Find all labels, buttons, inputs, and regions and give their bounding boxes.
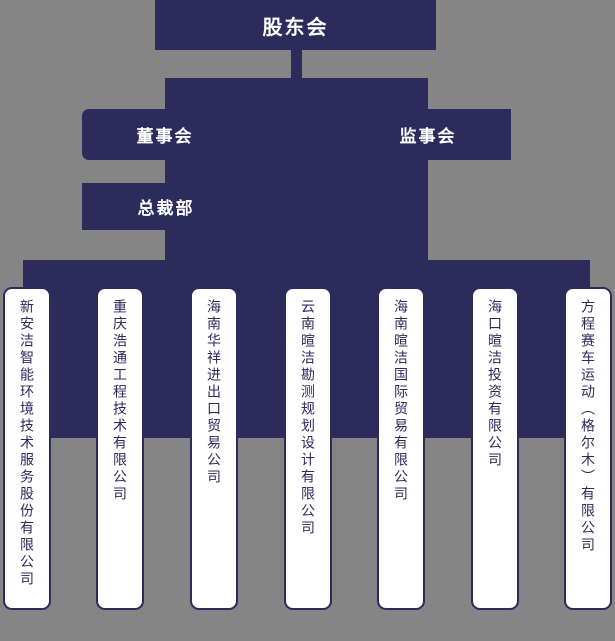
node-board-of-directors: 董事会 [82, 109, 248, 160]
node-shareholders-meeting: 股东会 [155, 0, 436, 50]
node-subsidiary-7-label: 方程赛车运动（格尔木）有限公司 [580, 299, 596, 554]
node-subsidiary-5-label: 海南暄洁国际贸易有限公司 [393, 299, 409, 503]
node-president-office-label: 总裁部 [137, 199, 195, 218]
node-board-of-directors-label: 董事会 [136, 127, 194, 146]
connector-root-vertical [291, 50, 302, 79]
node-subsidiary-3: 海南华祥进出口贸易公司 [190, 287, 238, 610]
node-subsidiary-1-label: 新安洁智能环境技术服务股份有限公司 [19, 299, 35, 588]
node-subsidiary-6-label: 海口暄洁投资有限公司 [487, 299, 503, 469]
node-subsidiary-1: 新安洁智能环境技术服务股份有限公司 [3, 287, 51, 610]
node-subsidiary-6: 海口暄洁投资有限公司 [471, 287, 519, 610]
node-supervisory-board: 监事会 [345, 109, 511, 160]
node-subsidiary-7: 方程赛车运动（格尔木）有限公司 [564, 287, 612, 610]
node-subsidiary-4: 云南暄洁勘测规划设计有限公司 [284, 287, 332, 610]
connector-trunk-column [165, 78, 428, 260]
node-subsidiary-5: 海南暄洁国际贸易有限公司 [377, 287, 425, 610]
node-subsidiary-2-label: 重庆浩通工程技术有限公司 [112, 299, 128, 503]
node-supervisory-board-label: 监事会 [399, 127, 457, 146]
node-shareholders-meeting-label: 股东会 [262, 16, 329, 39]
node-subsidiary-2: 重庆浩通工程技术有限公司 [96, 287, 144, 610]
node-president-office: 总裁部 [82, 183, 250, 230]
node-subsidiary-3-label: 海南华祥进出口贸易公司 [206, 299, 222, 486]
node-subsidiary-4-label: 云南暄洁勘测规划设计有限公司 [300, 299, 316, 537]
